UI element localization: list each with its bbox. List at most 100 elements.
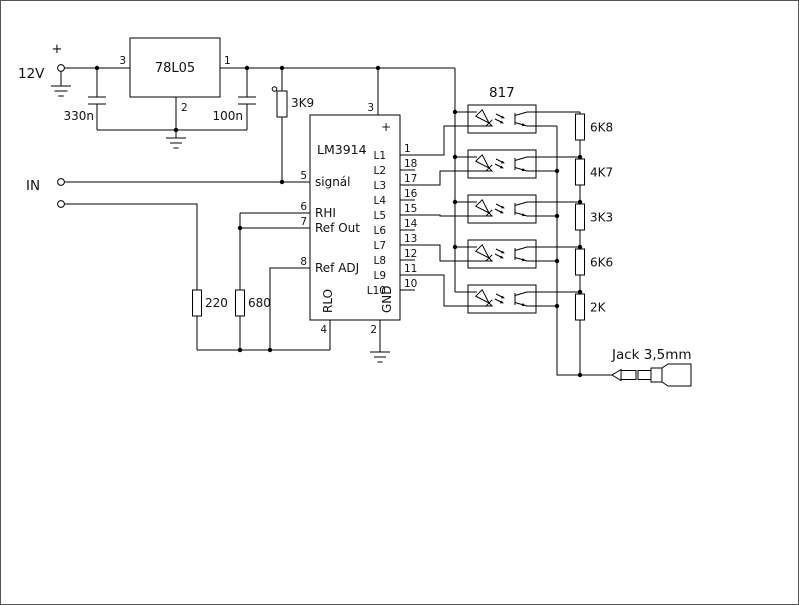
reference-wires (239, 212, 310, 350)
junction-dot (244, 65, 250, 71)
jack-sleeve (650, 367, 663, 383)
ic-pin-number: 7 (300, 216, 307, 228)
ic-pin-label: L1 (373, 150, 386, 162)
resistor-3k9: 3K9 (271, 65, 314, 185)
ic-pin-number: 10 (404, 278, 417, 290)
ic-pin-number: 15 (404, 203, 417, 215)
output-jack: Jack 3,5mm (611, 347, 692, 387)
led-triangle (474, 108, 491, 125)
junction-dot (452, 244, 458, 250)
positive-terminal (57, 64, 65, 72)
ground-symbol (370, 320, 390, 363)
ref-adj-wire (269, 267, 310, 350)
ladder-resistor: 6K6 (575, 247, 613, 292)
optocoupler-box (467, 239, 537, 269)
junction-dot (577, 154, 583, 160)
supply-voltage-label: 12V (18, 66, 45, 82)
resistor-body (276, 90, 288, 118)
junction-dot (577, 199, 583, 205)
ic-pin-label: L10 (367, 285, 386, 297)
emitter-arrow (521, 258, 526, 262)
led-cathode-lead (468, 212, 494, 217)
arrow-head (499, 120, 504, 124)
ic-pin-label: L7 (373, 240, 386, 252)
led-triangle (474, 198, 491, 215)
ic-name: LM3914 (317, 142, 367, 157)
led-cathode-lead (468, 122, 494, 127)
capacitor-value: 330n (63, 109, 94, 123)
ic-pin-number: 16 (404, 188, 418, 200)
ladder-resistor: 4K7 (575, 157, 613, 202)
ground-symbol (51, 71, 71, 97)
led-drive-wire (415, 214, 468, 217)
junction-dot (237, 225, 243, 231)
capacitor-glyph (238, 68, 256, 130)
junction-dot (267, 347, 273, 353)
jack-ring-segment (637, 370, 652, 380)
arrow-head (500, 295, 505, 299)
ic-pin-number: 3 (367, 102, 374, 114)
junction-dot (173, 127, 179, 133)
optocoupler-type-label: 817 (489, 85, 515, 101)
arrow-head (500, 205, 505, 209)
optocoupler-box (467, 104, 537, 134)
ic-pin-label: L3 (373, 180, 386, 192)
led-cathode-lead (468, 167, 494, 172)
resistor-body (235, 289, 245, 317)
ic-pin-number: 8 (300, 256, 307, 268)
transistor-legs (514, 246, 536, 262)
arrow-head (500, 115, 505, 119)
optocoupler-box (467, 284, 537, 314)
transistor-legs (514, 156, 536, 172)
junction-dot (577, 289, 583, 295)
resistor-body (575, 158, 585, 186)
optocoupler (415, 194, 580, 224)
ic-pin-label: GND (380, 285, 394, 313)
ground-glyph (166, 130, 186, 149)
junction-dot (452, 199, 458, 205)
reference-bus-wire (197, 320, 331, 351)
capacitor-glyph (88, 68, 106, 130)
resistor-220: 220 (192, 289, 228, 350)
junction-dot (554, 213, 560, 219)
arrow-head (499, 255, 504, 259)
transistor-legs (514, 291, 536, 307)
regulator-pin-out-number: 1 (224, 55, 231, 67)
arrow-head (500, 250, 505, 254)
led-drive-wire (415, 125, 468, 156)
junction-dot (237, 347, 243, 353)
emitter-arrow (521, 213, 526, 217)
power-supply-section: + 12V 330n 78L05 3 1 2 100n (18, 37, 455, 149)
ic-pin-label: L6 (373, 225, 386, 237)
input-label: IN (26, 178, 40, 194)
jack-label: Jack 3,5mm (611, 347, 692, 363)
resistor-value: 2K (590, 301, 607, 315)
regulator-name: 78L05 (155, 61, 195, 76)
junction-dot (375, 65, 381, 71)
regulator-pin-gnd-number: 2 (181, 102, 188, 114)
ic-pin-number: 4 (320, 324, 327, 336)
resistor-value: 3K3 (590, 211, 613, 225)
emitter-bus-wire (556, 126, 612, 376)
resistor-value: 6K6 (590, 256, 613, 270)
ic-pin-label: Ref Out (315, 221, 360, 235)
junction-dot (554, 258, 560, 264)
capacitor-330n: 330n (63, 68, 106, 130)
junction-dot (554, 168, 560, 174)
input-terminal-return (57, 200, 65, 208)
arrow-head (500, 160, 505, 164)
junction-dot (279, 65, 285, 71)
regulator-box (129, 37, 221, 98)
resistor-value: 680 (248, 296, 271, 310)
led-drive-wire (415, 244, 468, 262)
led-triangle (474, 243, 491, 260)
resistor-value: 4K7 (590, 166, 613, 180)
ladder-resistor: 3K3 (575, 202, 613, 247)
optocoupler (415, 239, 580, 269)
junction-dot (452, 154, 458, 160)
resistor-body (575, 113, 585, 141)
led-triangle (474, 153, 491, 170)
led-cathode-lead (468, 302, 494, 307)
